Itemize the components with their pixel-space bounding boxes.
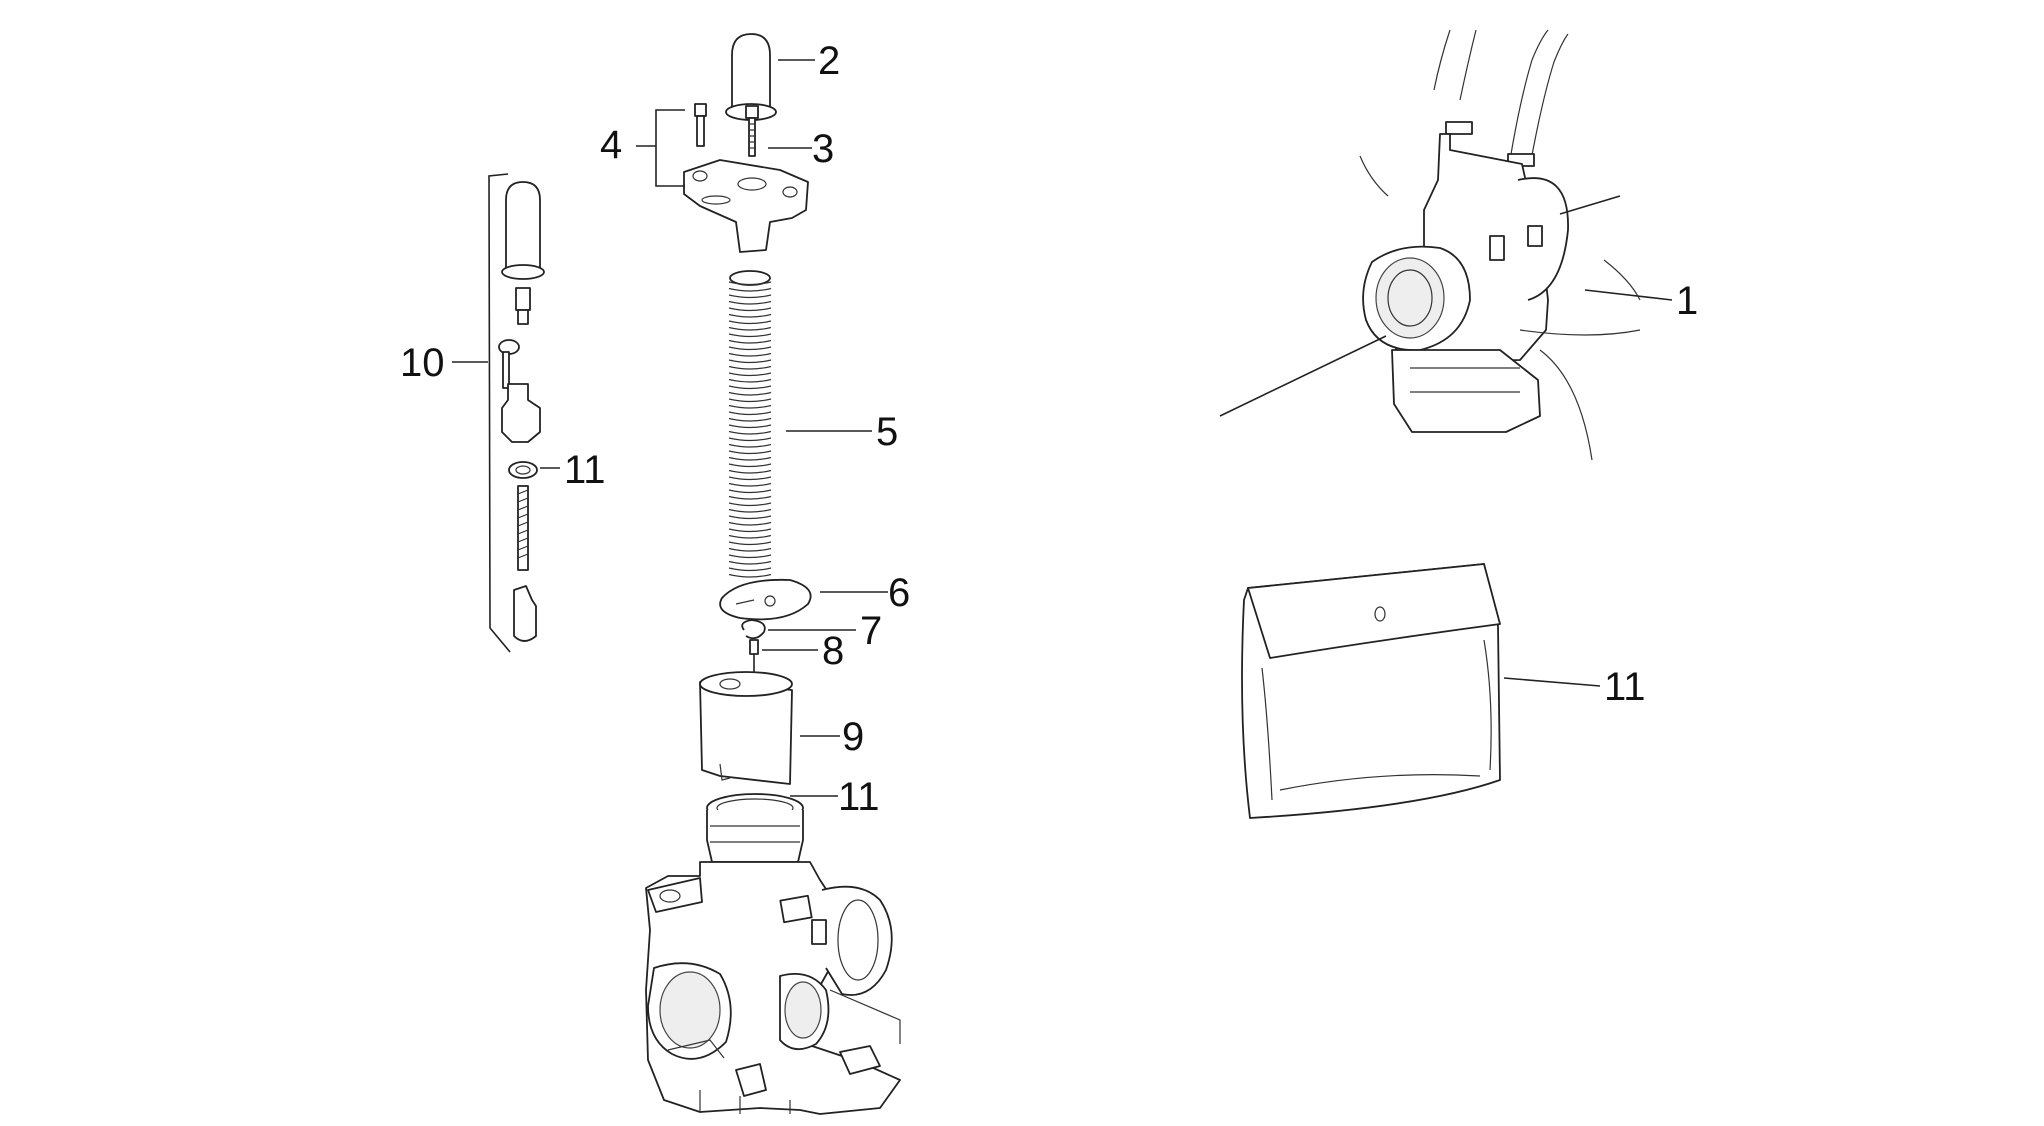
top-cover-part [683,103,809,253]
carburetor-body-part [645,793,901,1115]
throttle-slide-part [699,671,793,785]
bracket-10 [488,173,511,653]
callout-7: 7 [860,609,882,653]
callout-11-idle: 11 [564,448,606,492]
leader-1-lower [1219,335,1387,417]
callout-11-bag: 11 [1604,665,1646,709]
callout-11-body: 11 [838,775,880,819]
leader-1-upper [1559,195,1621,215]
callout-10: 10 [400,341,445,385]
adjuster-screw-part [745,105,759,157]
callout-4: 4 [600,123,622,167]
spare-parts-bag-icon [1241,563,1501,819]
callout-9: 9 [842,715,864,759]
callout-3: 3 [812,127,834,171]
callout-8: 8 [822,629,844,673]
callout-2: 2 [818,39,840,83]
bracket-4 [636,109,685,187]
clip-plate-part [719,578,812,621]
spring-part [728,270,772,578]
callout-5: 5 [876,410,898,454]
callout-1: 1 [1676,279,1698,323]
carburetor-assembly-icon [1359,29,1641,461]
idle-assembly-part [498,181,545,642]
e-clip-part [741,619,766,640]
callout-6: 6 [888,571,910,615]
leader-11-bag [1503,677,1601,687]
leader-1 [1584,289,1673,301]
